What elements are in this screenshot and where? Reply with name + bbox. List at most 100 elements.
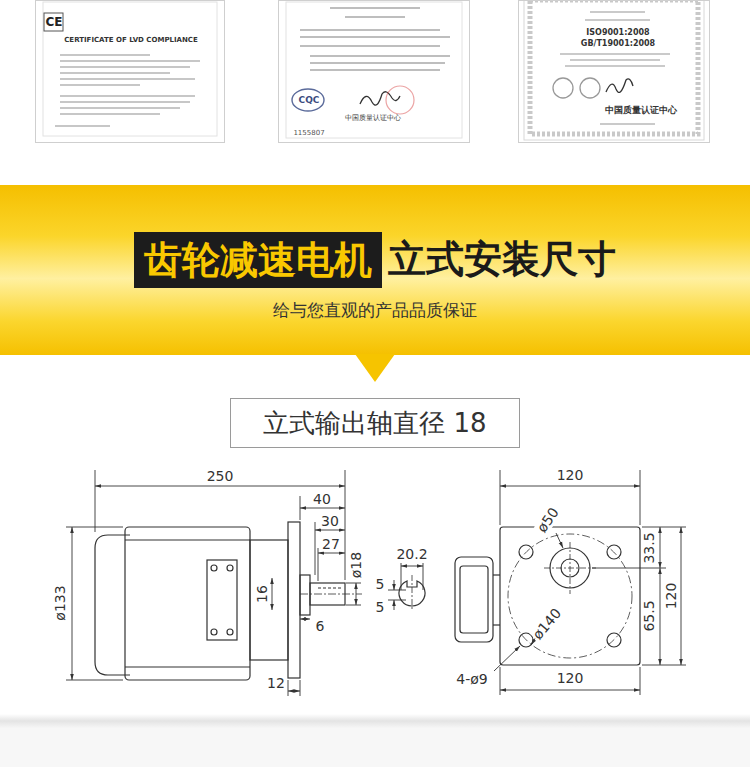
dimension-value: ø18: [349, 551, 364, 579]
side-view: [318, 587, 342, 588]
side-view: [250, 540, 288, 660]
certificate-art: [60, 84, 140, 86]
dimension-value: 30: [320, 514, 340, 529]
certificate-art: [60, 66, 190, 68]
side-view: [227, 565, 233, 571]
dimension-line: [494, 470, 686, 695]
certificate-art: [524, 0, 704, 140]
dimension-value: 120: [664, 582, 679, 611]
certificate-art: [300, 8, 450, 70]
end-view: [607, 633, 621, 647]
dimension-line: [318, 553, 345, 554]
certificate-art: [60, 60, 200, 62]
dimension-line: [388, 600, 406, 601]
certificate-art: [300, 36, 450, 38]
certificate-art: [300, 29, 440, 31]
certificate-issuer: 中国质量认证中心: [345, 115, 401, 123]
bottom-shade: [0, 714, 750, 728]
certificate-art: [560, 53, 670, 54]
dimension-value: 120: [556, 671, 585, 686]
banner: [355, 354, 395, 382]
dimension-line: [642, 665, 686, 666]
side-view: [227, 629, 233, 635]
side-view: [300, 575, 310, 615]
certificate-art: [600, 123, 655, 124]
dimension-value: 27: [321, 537, 341, 552]
end-view: [460, 566, 488, 633]
certificate-number: 1155807: [293, 130, 324, 138]
dimension-value: 120: [556, 468, 585, 483]
dimension-value: ø140: [529, 605, 564, 643]
side-view: [211, 629, 217, 635]
section-title: 立式输出轴直径 18: [263, 399, 486, 447]
certificate-art: [60, 95, 195, 97]
certificate-standard: ISO9001:2008: [586, 29, 649, 38]
side-view: [125, 527, 250, 680]
dimension-line: [500, 690, 640, 691]
certificate-issuer: 中国质量认证中心: [605, 106, 677, 116]
dimension-line: [272, 578, 273, 610]
dimension-value: 250: [206, 469, 235, 484]
certificate-art: [606, 79, 633, 93]
certificate-art: [60, 107, 180, 109]
shaft-section: [412, 575, 413, 611]
certificate-art: [330, 7, 420, 9]
side-view: [125, 666, 250, 667]
end-view: [508, 534, 632, 658]
dimension-value: 5: [375, 577, 386, 592]
certificate-image: ISO9001:2008GB/T19001:2008 中国质量认证中心: [518, 0, 710, 143]
certificate-art: [286, 2, 462, 138]
certificate-art: [360, 92, 400, 105]
side-view: [125, 539, 250, 540]
certificate-image: CQC 中国质量认证中心 1155807: [278, 0, 470, 143]
certificate-art: [386, 86, 414, 114]
certificate-art: [44, 13, 63, 31]
end-view: [500, 527, 640, 665]
dimension-line: [500, 667, 501, 695]
dimension-line: [660, 527, 661, 568]
dimension-line: [660, 568, 661, 665]
dimension-value: 12: [266, 676, 286, 691]
certificate-art: [585, 19, 650, 20]
side-view: [211, 565, 217, 571]
heading-text: 立式安装尺寸: [388, 240, 616, 280]
dimension-value: 4-ø9: [455, 672, 488, 687]
certificate-art: [300, 45, 440, 47]
side-view: [300, 594, 362, 595]
certificate-art: [310, 55, 450, 57]
dimension-value: 33.5: [642, 531, 657, 564]
dimension-line: [300, 508, 345, 509]
bottom-shade: [0, 714, 750, 767]
dimension-line: [423, 563, 424, 590]
dimension-line: [500, 486, 640, 487]
certificate-art: [553, 78, 573, 98]
certificate-logo: CQC: [299, 96, 320, 106]
side-view: [207, 560, 237, 640]
end-view: [455, 527, 640, 665]
dimension-value: 65.5: [642, 599, 657, 632]
dimension-line: [66, 680, 123, 681]
certificate-image: CECERTIFICATE OF LVD COMPLIANCE: [35, 0, 225, 143]
dimension-line: [640, 470, 641, 525]
dimension-line: [642, 527, 686, 528]
dimension-line: [500, 470, 501, 525]
dimension-line: [95, 486, 345, 487]
certificate-art: [60, 72, 170, 74]
certificate-art: [55, 55, 200, 126]
certificate-art: [310, 62, 445, 64]
side-view: [288, 522, 300, 678]
certificate-art: [60, 78, 195, 80]
banner: [0, 185, 750, 382]
dimension-line: [401, 563, 402, 590]
dimension-line: [72, 527, 73, 680]
dimension-value: 16: [255, 584, 270, 604]
bottom-shade: [0, 728, 750, 767]
end-view: [519, 545, 533, 559]
dimension-line: [346, 605, 361, 606]
dimension-line: [346, 583, 361, 584]
dimension-line: [394, 580, 395, 590]
certificate-standard: GB/T19001:2008: [581, 40, 655, 49]
shaft-section: [399, 575, 425, 611]
dimension-line: [315, 530, 345, 531]
